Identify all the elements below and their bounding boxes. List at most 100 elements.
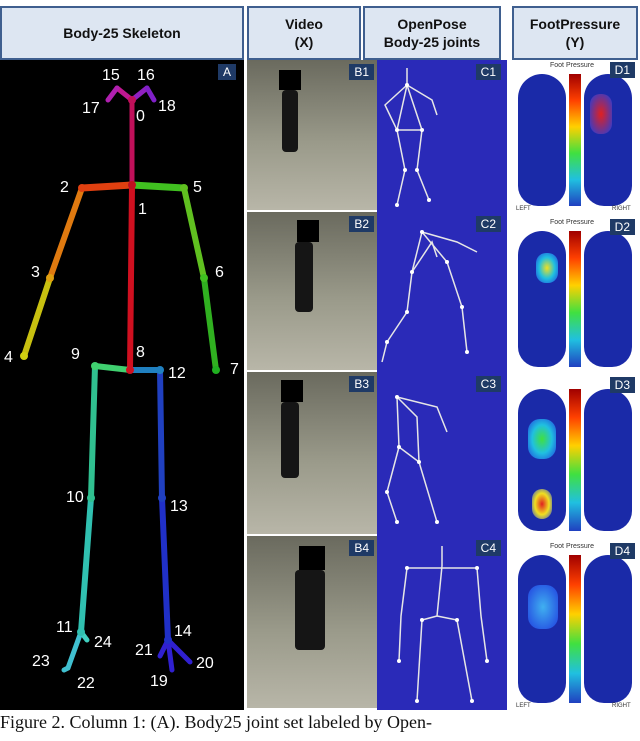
joint-label-20: 20 (196, 655, 214, 672)
joint-label-15: 15 (102, 67, 120, 84)
video-frame-b2: B2 (247, 212, 377, 372)
left-footprint (518, 74, 566, 206)
joint-label-3: 3 (31, 264, 40, 281)
joint-label-18: 18 (158, 98, 176, 115)
joint-label-23: 23 (32, 653, 50, 670)
person-silhouette (281, 402, 299, 478)
pressure-hotspot (532, 489, 552, 519)
person-silhouette (295, 570, 325, 650)
header-openpose-line2: Body-25 joints (383, 34, 481, 50)
left-footprint (518, 389, 566, 531)
joint-label-21: 21 (135, 642, 153, 659)
header-openpose-line1: OpenPose (397, 16, 467, 32)
pressure-hotspot (528, 585, 558, 629)
video-frame-b1: B1 (247, 60, 377, 212)
joint-label-9: 9 (71, 346, 80, 363)
header-foot-line1: FootPressure (529, 16, 621, 32)
openpose-panel-c4: C4 (377, 536, 507, 710)
pressure-colorbar (569, 231, 581, 367)
panel-tag-c3: C3 (475, 376, 501, 392)
openpose-stick-figure (397, 546, 489, 703)
joint-label-7: 7 (230, 361, 239, 378)
joint-label-17: 17 (82, 100, 100, 117)
joint-label-24: 24 (94, 634, 112, 651)
pressure-hotspot (528, 419, 556, 459)
joint-label-1: 1 (138, 201, 147, 218)
header-skeleton: Body-25 Skeleton (0, 6, 244, 60)
joint-label-14: 14 (174, 623, 192, 640)
joint-label-19: 19 (150, 673, 168, 690)
header-video-line1: Video (285, 16, 323, 32)
foot-left-label: LEFT (516, 206, 531, 212)
joint-label-16: 16 (137, 67, 155, 84)
joint-label-4: 4 (4, 349, 13, 366)
joint-label-12: 12 (168, 365, 186, 382)
panel-tag-c2: C2 (475, 216, 501, 232)
header-footpressure: FootPressure (Y) (512, 6, 638, 60)
openpose-panel-c3: C3 (377, 372, 507, 536)
panel-tag-d4: D4 (609, 543, 635, 559)
face-mask (297, 220, 319, 242)
joint-label-10: 10 (66, 489, 84, 506)
panel-tag-a: A (218, 64, 237, 80)
openpose-stick-figure (385, 395, 448, 524)
pressure-hotspot (536, 253, 558, 283)
pressure-colorbar (569, 74, 581, 206)
figure-caption: Figure 2. Column 1: (A). Body25 joint se… (0, 712, 432, 732)
header-openpose: OpenPose Body-25 joints (363, 6, 501, 60)
joint-label-13: 13 (170, 498, 188, 515)
foot-left-label: LEFT (516, 703, 531, 709)
joint-label-11: 11 (56, 619, 73, 636)
panel-tag-b4: B4 (349, 540, 374, 556)
right-footprint (584, 74, 632, 206)
panel-tag-b2: B2 (349, 216, 374, 232)
panel-tag-b1: B1 (349, 64, 374, 80)
left-footprint (518, 555, 566, 703)
skeleton-panel: 15 16 17 0 18 2 5 1 3 6 4 9 8 12 7 10 13… (0, 60, 244, 710)
face-mask (279, 70, 301, 90)
openpose-panel-c1: C1 (377, 60, 507, 212)
video-frame-b3: B3 (247, 372, 377, 536)
pressure-colorbar (569, 555, 581, 703)
openpose-stick-figure (381, 230, 478, 363)
header-foot-line2: (Y) (565, 34, 585, 50)
body25-skeleton-diagram: 15 16 17 0 18 2 5 1 3 6 4 9 8 12 7 10 13… (4, 67, 239, 692)
left-footprint (518, 231, 566, 367)
foot-pressure-panel-d4: Foot Pressure LEFT RIGHT D4 (512, 541, 638, 711)
panel-tag-b3: B3 (349, 376, 374, 392)
joint-label-2: 2 (60, 179, 69, 196)
panel-tag-d1: D1 (609, 62, 635, 78)
video-frame-b4: B4 (247, 536, 377, 710)
face-mask (299, 546, 325, 570)
right-footprint (584, 555, 632, 703)
foot-pressure-title: Foot Pressure (550, 219, 594, 226)
right-footprint (584, 231, 632, 367)
panel-tag-d2: D2 (609, 219, 635, 235)
panel-tag-c1: C1 (475, 64, 501, 80)
pressure-hotspot (590, 94, 612, 134)
right-footprint (584, 389, 632, 531)
foot-pressure-panel-d3: D3 (512, 375, 638, 540)
face-mask (281, 380, 303, 402)
joint-label-5: 5 (193, 179, 202, 196)
joint-label-6: 6 (215, 264, 224, 281)
foot-pressure-title: Foot Pressure (550, 543, 594, 550)
joint-label-0: 0 (136, 108, 145, 125)
header-skeleton-label: Body-25 Skeleton (63, 25, 181, 41)
joint-label-8: 8 (136, 344, 145, 361)
foot-right-label: RIGHT (612, 703, 631, 709)
pressure-colorbar (569, 389, 581, 531)
panel-tag-d3: D3 (609, 377, 635, 393)
person-silhouette (295, 242, 313, 312)
foot-pressure-panel-d2: Foot Pressure D2 (512, 217, 638, 375)
openpose-stick-figure (384, 68, 438, 207)
foot-right-label: RIGHT (612, 206, 631, 212)
header-video: Video (X) (247, 6, 361, 60)
header-video-line2: (X) (294, 34, 314, 50)
openpose-panel-c2: C2 (377, 212, 507, 372)
person-silhouette (282, 90, 298, 152)
panel-tag-c4: C4 (475, 540, 501, 556)
joint-label-22: 22 (77, 675, 95, 692)
foot-pressure-panel-d1: Foot Pressure LEFT RIGHT D1 (512, 60, 638, 215)
foot-pressure-title: Foot Pressure (550, 62, 594, 69)
